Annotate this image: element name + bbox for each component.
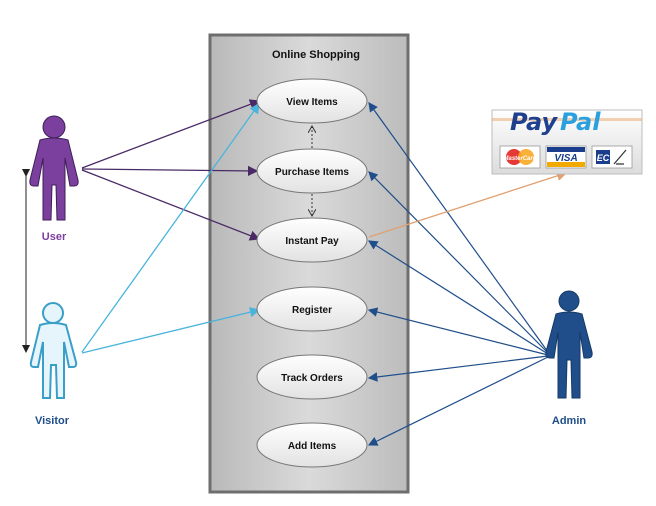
paypal-logo: Pay Pal MasterCard VISA EC — [491, 108, 643, 175]
pay-to-paypal — [368, 170, 568, 238]
system-title: Online Shopping — [272, 49, 360, 61]
use-case-label: Track Orders — [281, 373, 343, 384]
user-to-purchase-items — [81, 165, 259, 177]
actor-user[interactable]: User — [29, 115, 79, 243]
user-to-instant-pay — [81, 169, 261, 241]
use-case-label: Instant Pay — [285, 236, 339, 247]
visitor-to-view-items — [81, 102, 260, 353]
admin-associations — [367, 102, 549, 446]
use-case-view-items[interactable]: View Items — [256, 78, 368, 124]
paypal-logo-pay: Pay — [510, 108, 559, 136]
mastercard-label: MasterCard — [503, 156, 536, 162]
use-case-purchase-items[interactable]: Purchase Items — [256, 148, 368, 194]
use-case-instant-pay[interactable]: Instant Pay — [256, 217, 368, 263]
user-figure-icon — [29, 115, 79, 221]
use-case-add-items[interactable]: Add Items — [256, 422, 368, 468]
admin-to-track-orders — [367, 355, 549, 382]
visa-label: VISA — [554, 153, 577, 164]
use-case-label: View Items — [286, 97, 338, 108]
visa-icon: VISA — [545, 145, 587, 169]
actor-label: Admin — [552, 415, 587, 427]
admin-to-view-items — [368, 102, 549, 353]
ec-card-icon: EC — [591, 145, 633, 169]
use-case-label: Register — [292, 305, 332, 316]
admin-to-register — [367, 307, 549, 356]
use-case-label: Purchase Items — [275, 167, 349, 178]
admin-to-instant-pay — [367, 240, 549, 355]
use-case-track-orders[interactable]: Track Orders — [256, 354, 368, 400]
use-case-register[interactable]: Register — [256, 286, 368, 332]
actor-label: User — [42, 231, 67, 243]
user-associations — [81, 99, 261, 241]
actor-visitor[interactable]: Visitor — [29, 302, 78, 427]
visitor-associations — [81, 102, 261, 354]
use-case-label: Add Items — [288, 441, 337, 452]
user-to-view-items — [81, 99, 261, 169]
admin-figure-icon — [545, 290, 593, 399]
actor-label: Visitor — [35, 415, 70, 427]
paypal-logo-pal: Pal — [560, 108, 601, 136]
visitor-figure-icon — [29, 302, 78, 399]
admin-to-add-items — [367, 356, 549, 446]
visitor-to-register — [81, 307, 261, 354]
mastercard-icon: MasterCard — [499, 145, 541, 169]
actor-admin[interactable]: Admin — [545, 290, 593, 427]
ec-label: EC — [597, 153, 610, 163]
admin-to-purchase-items — [368, 171, 549, 354]
